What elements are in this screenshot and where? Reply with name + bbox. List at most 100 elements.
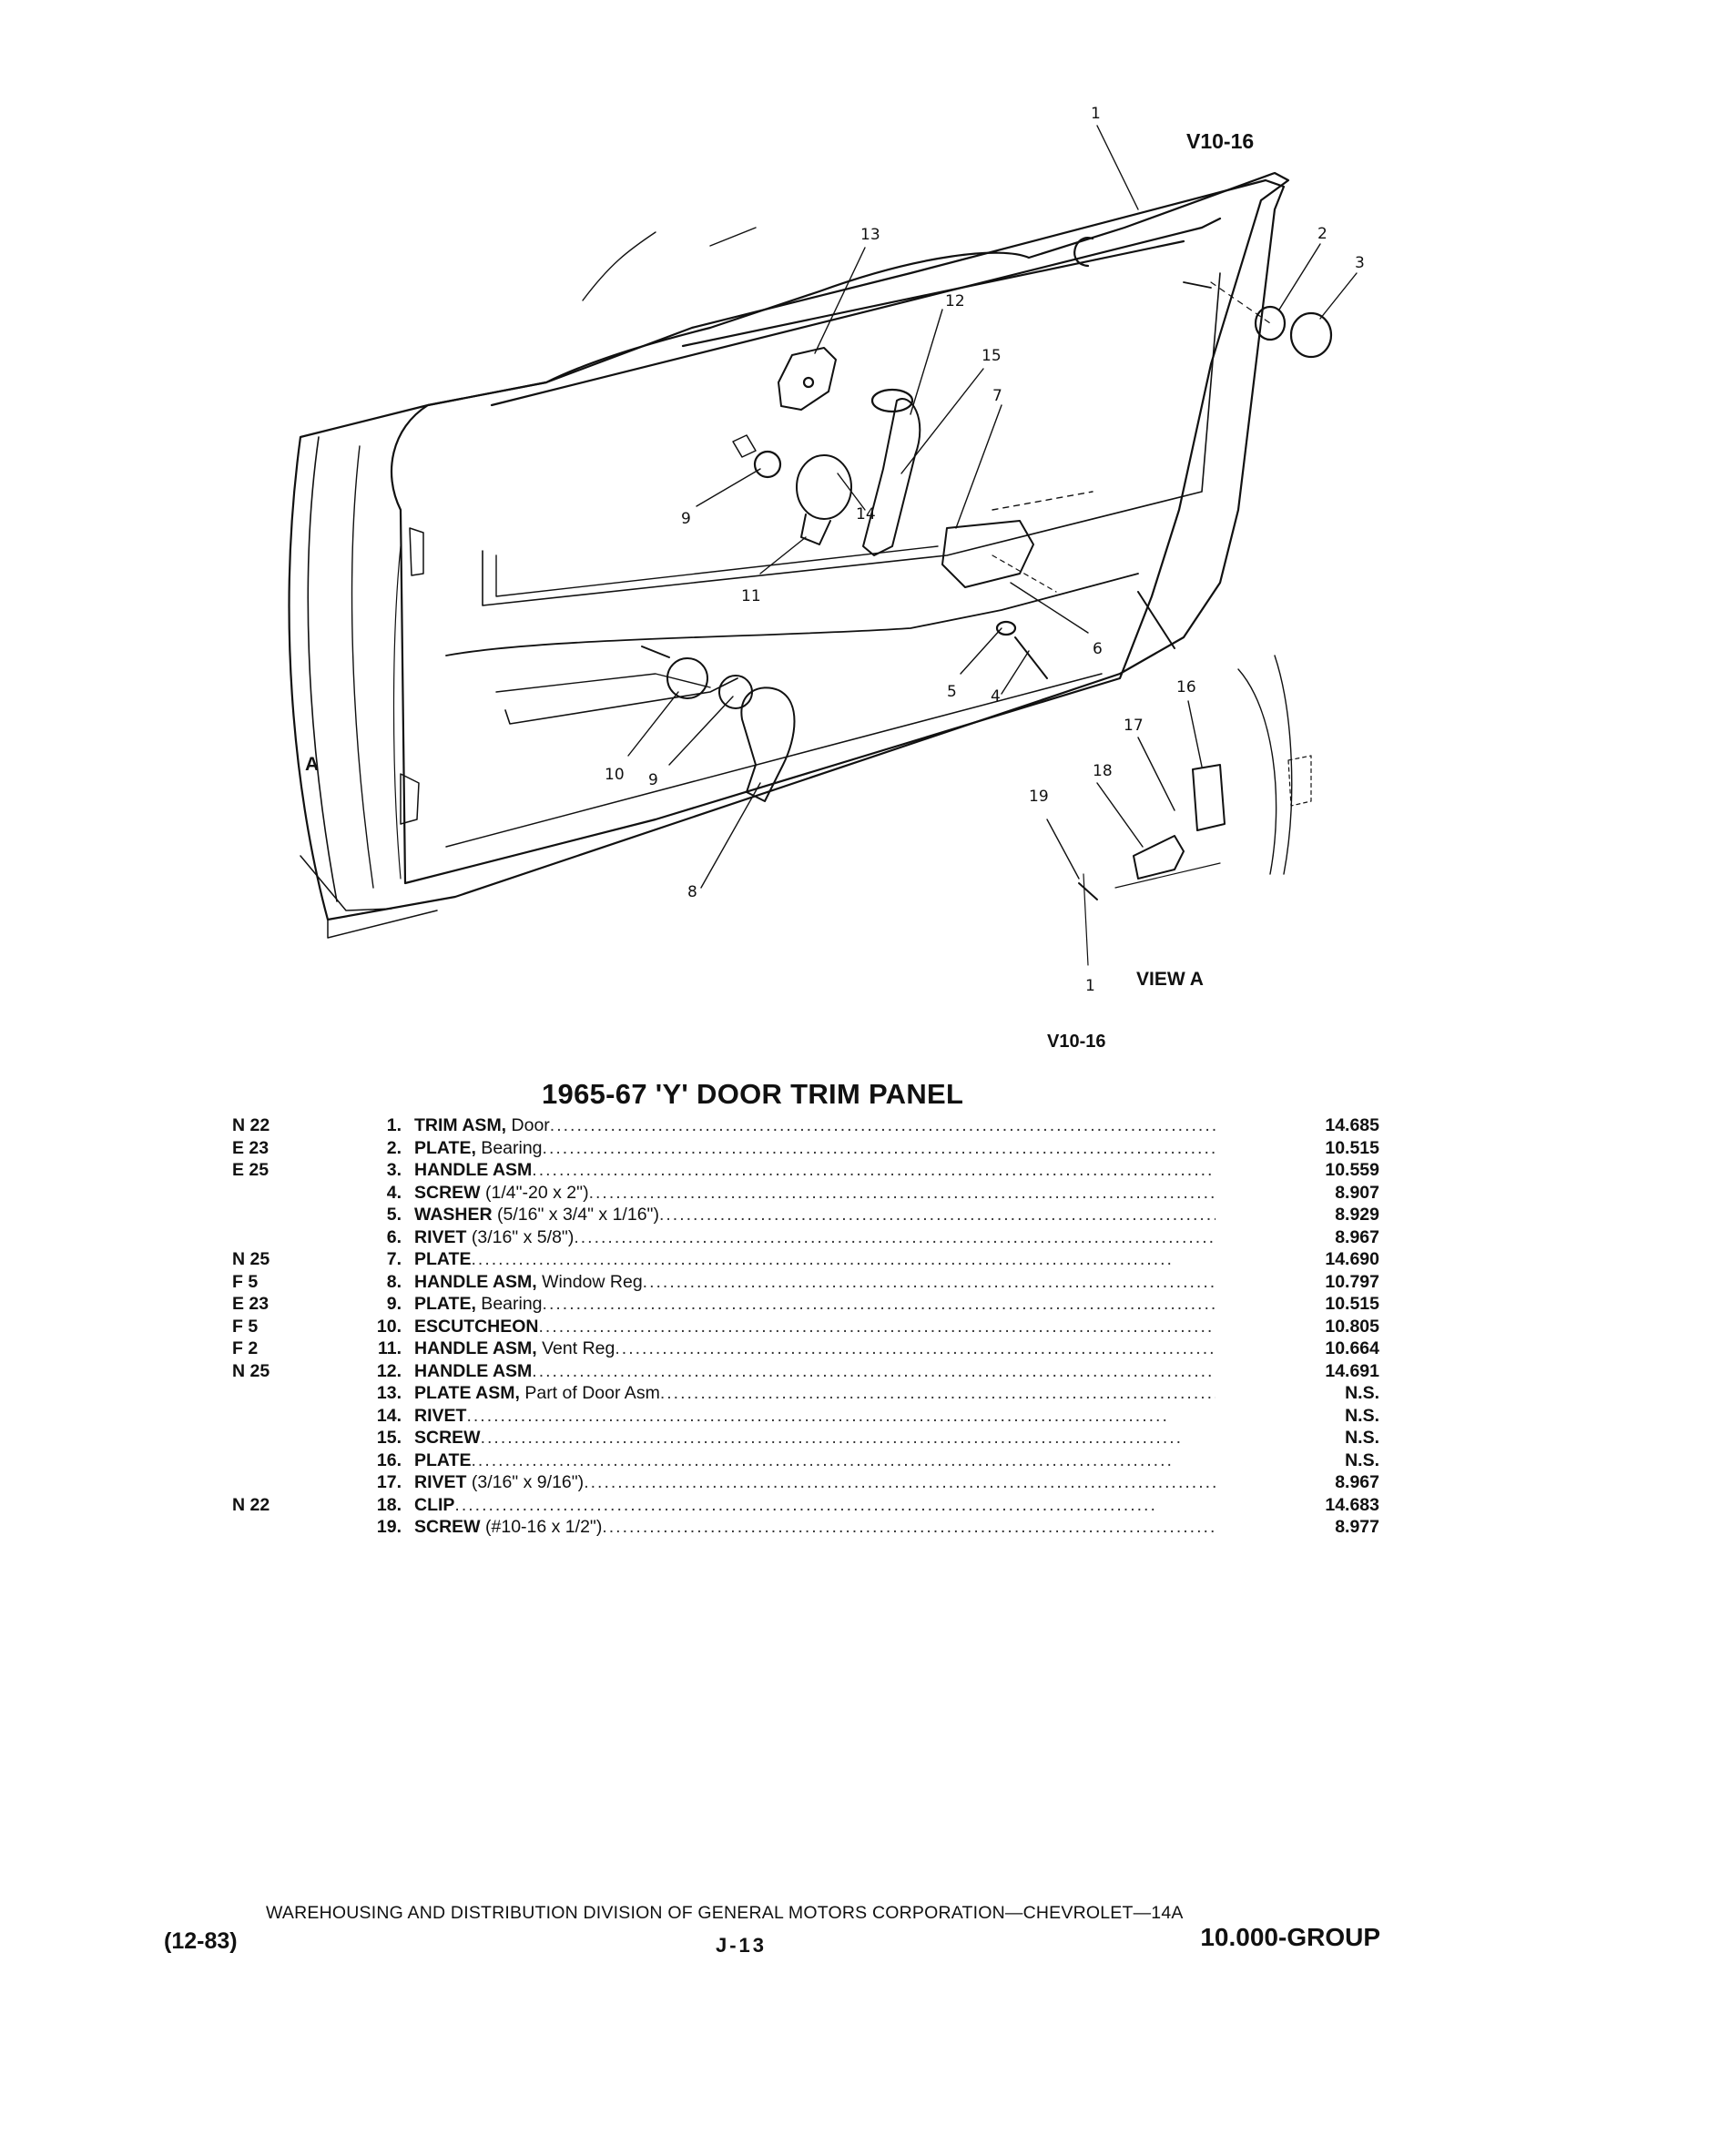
callout-16: 16 xyxy=(1176,678,1196,697)
catalog-code: N 22 xyxy=(232,1494,270,1515)
part-detail: Vent Reg xyxy=(536,1338,615,1358)
part-name: WASHER xyxy=(414,1205,493,1225)
parts-row: 5.WASHER (5/16" x 3/4" x 1/16").........… xyxy=(232,1204,1379,1226)
parts-row: N 25 12. HANDLE ASM.......................… xyxy=(232,1360,1379,1383)
part-detail: Bearing xyxy=(475,1294,543,1314)
part-description: HANDLE ASM..............................… xyxy=(414,1159,1216,1182)
item-number: 2. xyxy=(386,1137,402,1158)
part-name: PLATE xyxy=(414,1249,472,1269)
item-number: 1. xyxy=(386,1115,402,1135)
leader-dots: ........................................… xyxy=(532,1360,1216,1381)
leader-dots: ........................................… xyxy=(659,1383,1216,1403)
part-number: 10.515 xyxy=(1325,1137,1379,1158)
leader-dots: ........................................… xyxy=(480,1428,1184,1448)
part-description: ESCUTCHEON..............................… xyxy=(414,1316,1216,1338)
leader-dots: ........................................… xyxy=(588,1182,1216,1203)
catalog-code: N 22 xyxy=(232,1115,270,1135)
part-name: SCREW xyxy=(414,1517,481,1537)
item-number: 6. xyxy=(386,1226,402,1247)
catalog-code: N 25 xyxy=(232,1360,270,1381)
parts-row: 6. RIVET (3/16" x 5/8")..................… xyxy=(232,1226,1379,1249)
parts-row: 17.RIVET (3/16" x 9/16")................… xyxy=(232,1471,1379,1494)
part-description: HANDLE ASM..............................… xyxy=(414,1360,1216,1383)
item-number: 3. xyxy=(386,1160,402,1180)
callout-2: 2 xyxy=(1317,225,1327,243)
part-number: 8.967 xyxy=(1335,1472,1379,1492)
leader-dots: ........................................… xyxy=(454,1494,1157,1515)
part-detail: (3/16" x 9/16") xyxy=(466,1472,585,1492)
part-number: 14.683 xyxy=(1325,1494,1379,1515)
part-name: ESCUTCHEON xyxy=(414,1316,539,1337)
part-detail: Part of Door Asm xyxy=(519,1383,660,1403)
part-number: 14.685 xyxy=(1325,1115,1379,1135)
part-name: HANDLE ASM xyxy=(414,1360,533,1381)
leader-dots: ........................................… xyxy=(602,1517,1216,1537)
leader-dots: ........................................… xyxy=(615,1338,1216,1358)
callout-10: 10 xyxy=(605,766,625,784)
item-number: 11. xyxy=(377,1338,402,1358)
parts-row: 19.SCREW (#10-16 x 1/2")................… xyxy=(232,1516,1379,1539)
page-title: 1965-67 'Y' DOOR TRIM PANEL xyxy=(542,1078,964,1110)
part-number: 10.559 xyxy=(1325,1160,1379,1180)
catalog-code: N 25 xyxy=(232,1249,270,1269)
callout-13: 13 xyxy=(860,226,880,244)
part-name: RIVET xyxy=(414,1226,467,1247)
part-description: PLATE...................................… xyxy=(414,1248,1216,1271)
handle-asm-11 xyxy=(796,454,852,520)
plate-7 xyxy=(941,520,1034,588)
parts-row: 14.RIVET................................… xyxy=(232,1405,1379,1428)
part-number: 8.967 xyxy=(1335,1226,1379,1247)
callout-18: 18 xyxy=(1093,762,1113,780)
part-name: TRIM ASM, xyxy=(414,1115,507,1135)
part-name: CLIP xyxy=(414,1494,455,1515)
parts-row: 4. SCREW (1/4"-20 x 2")..................… xyxy=(232,1182,1379,1205)
item-number: 12. xyxy=(376,1360,402,1381)
item-number: 4. xyxy=(386,1182,402,1203)
catalog-code: F 5 xyxy=(232,1316,259,1337)
door-outer-frame xyxy=(288,178,1286,921)
part-number: 14.691 xyxy=(1325,1360,1379,1381)
callout-17: 17 xyxy=(1124,717,1144,735)
catalog-code: E 25 xyxy=(232,1160,270,1180)
part-number: 10.797 xyxy=(1325,1271,1379,1292)
parts-row: 13.PLATE ASM, Part of Door Asm..........… xyxy=(232,1382,1379,1405)
callout-1-view: 1 xyxy=(1085,977,1095,995)
part-name: SCREW xyxy=(414,1428,481,1448)
part-description: CLIP....................................… xyxy=(414,1494,1216,1517)
parts-row: E 25 3. HANDLE ASM........................… xyxy=(232,1159,1379,1182)
footer-division: WAREHOUSING AND DISTRIBUTION DIVISION OF… xyxy=(266,1903,1184,1923)
figure-id-top: V10-16 xyxy=(1186,129,1254,153)
callout-12: 12 xyxy=(945,292,965,310)
part-description: RIVET (3/16" x 5/8")....................… xyxy=(414,1226,1216,1249)
part-number: N.S. xyxy=(1345,1383,1379,1403)
leader-dots: ........................................… xyxy=(471,1249,1174,1269)
callout-3: 3 xyxy=(1355,254,1365,272)
part-description: SCREW (1/4"-20 x 2")....................… xyxy=(414,1182,1216,1205)
figure-id-bottom: V10-16 xyxy=(1047,1032,1106,1052)
part-detail: (3/16" x 5/8") xyxy=(466,1226,575,1247)
part-name: SCREW xyxy=(414,1182,481,1203)
part-description: HANDLE ASM, Vent Reg....................… xyxy=(414,1337,1216,1360)
callout-7: 7 xyxy=(992,387,1002,405)
part-number: 10.805 xyxy=(1325,1316,1379,1337)
part-description: PLATE ASM, Part of Door Asm.............… xyxy=(414,1382,1216,1405)
part-detail: Window Reg xyxy=(536,1271,643,1292)
parts-row: N 22 1. TRIM ASM, Door....................… xyxy=(232,1114,1379,1137)
part-number: 8.929 xyxy=(1335,1205,1379,1225)
catalog-code: E 23 xyxy=(232,1137,270,1158)
part-description: TRIM ASM, Door..........................… xyxy=(414,1114,1216,1137)
leader-dots: ........................................… xyxy=(532,1160,1216,1180)
part-name: PLATE, xyxy=(414,1294,476,1314)
part-name: RIVET xyxy=(414,1472,467,1492)
leader-dots: ........................................… xyxy=(542,1137,1216,1158)
part-detail: Door xyxy=(506,1115,550,1135)
part-name: PLATE xyxy=(414,1449,472,1470)
part-detail: Bearing xyxy=(475,1137,543,1158)
callout-11: 11 xyxy=(741,587,761,605)
part-description: SCREW (#10-16 x 1/2")...................… xyxy=(414,1516,1216,1539)
